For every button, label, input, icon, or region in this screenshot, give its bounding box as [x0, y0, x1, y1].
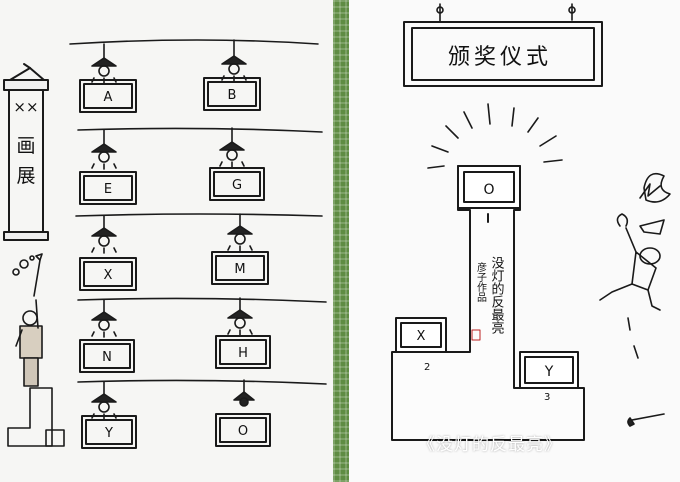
frame-label-o: O: [238, 424, 248, 439]
rank-3-label: 3: [544, 392, 550, 403]
podium: [391, 165, 585, 441]
vertical-signature: 彦子作品: [475, 261, 487, 303]
frame-label-x: X: [104, 268, 113, 283]
third-place-label: Y: [544, 364, 554, 380]
hanging-scroll: [3, 63, 49, 241]
banner-frame: [403, 21, 603, 87]
frame-label-m: M: [234, 262, 245, 277]
scroll-line-3: 展: [16, 165, 35, 187]
banner-title: 颁奖仪式: [448, 45, 552, 70]
frame-label-n: N: [102, 350, 112, 365]
gallery-frames: [79, 77, 271, 449]
artwork-caption: 《没灯的反最亮》: [418, 435, 562, 455]
brush-icon: [627, 413, 665, 427]
gallery-wires: [69, 39, 327, 395]
angry-person: [599, 172, 671, 359]
first-place-label: O: [483, 182, 494, 198]
red-seal: [471, 329, 481, 341]
frame-label-g: G: [232, 178, 242, 193]
frame-label-a: A: [104, 90, 113, 105]
frame-label-y: Y: [104, 426, 113, 441]
scroll-line-2: 画: [16, 135, 35, 157]
person-on-pedestal: [7, 253, 65, 447]
frame-label-e: E: [104, 182, 112, 197]
green-tablecloth-strip: [333, 0, 349, 482]
scroll-line-1: ××: [13, 98, 38, 116]
rank-2-label: 2: [424, 362, 430, 373]
frame-label-b: B: [228, 88, 237, 103]
left-sheet: [0, 0, 333, 482]
glow-rays: [427, 103, 563, 169]
vertical-title: 没灯的反最亮: [489, 256, 505, 335]
banner-hangers: [436, 3, 576, 23]
second-place-label: X: [417, 329, 426, 344]
frame-label-h: H: [238, 346, 248, 361]
